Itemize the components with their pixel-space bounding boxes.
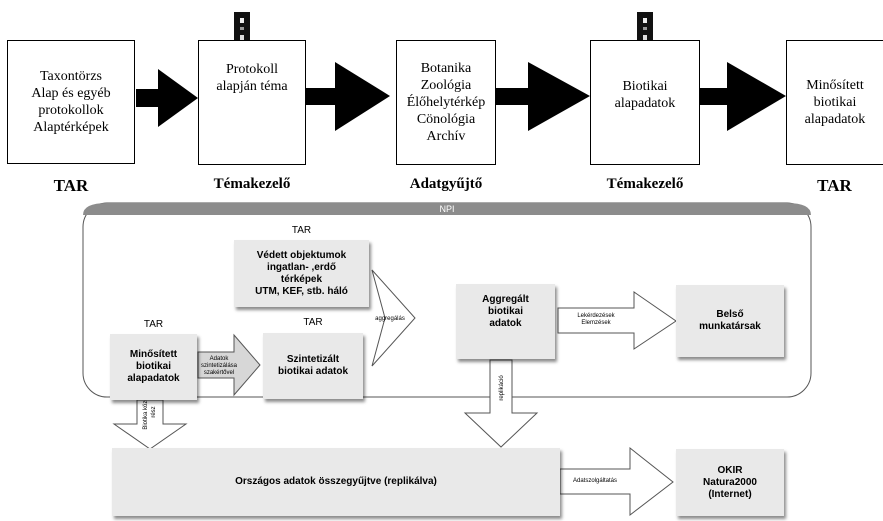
taxontorzs-line-2: Alap és egyéb (31, 86, 111, 101)
botanika-line-3: Élőhelytérkép (406, 95, 486, 110)
belso-box: Belső munkatársak (676, 285, 784, 357)
biotika-arrow (112, 399, 188, 450)
minositett-npi-line-2: biotikai (135, 361, 171, 372)
minositett-tar-label: TAR (143, 319, 164, 330)
minositett-npi-line-1: Minősített (129, 349, 178, 360)
npi-header-bar (83, 203, 811, 215)
botanika-line-1: Botanika (420, 61, 472, 76)
orszagos-label: Országos adatok összegyűjtve (replikálva… (235, 476, 437, 487)
biotika-label-1: Biotika közös (143, 394, 149, 429)
protokoll-line-2: alapján téma (216, 79, 288, 94)
role-tar-2: TAR (817, 176, 852, 195)
belso-line-1: Belső (716, 309, 744, 320)
lekerdezes-arrow (557, 291, 677, 350)
minositett-npi-line-3: alapadatok (127, 373, 180, 384)
lekerdezes-label: Lekérdezések Elemzések (560, 313, 632, 327)
replikacio-label: replikáció (499, 375, 505, 401)
role-tar-1: TAR (53, 176, 89, 195)
role-temakezelo-1: Témakezelő (213, 176, 291, 192)
biotikai-line-2: alapadatok (614, 96, 676, 111)
okir-line-2: Natura2000 (703, 476, 757, 488)
minositett-top-line-1: Minősített (806, 78, 864, 93)
protokoll-box: Protokoll alapján téma (198, 40, 306, 165)
npi-title: NPI (439, 204, 455, 214)
aggregalt-line-1: Aggregált (482, 294, 529, 305)
top-arrow-4 (699, 62, 786, 131)
taxontorzs-line-4: Alaptérképek (33, 120, 109, 135)
adatok-arrow-line-3: szakértővel (203, 370, 235, 376)
szintetizalas-arrow (197, 333, 261, 397)
role-adatgyujto: Adatgyűjtő (409, 176, 483, 192)
biotikai-box: Biotikai alapadatok (590, 40, 700, 165)
top-arrow-2 (306, 62, 390, 131)
biotika-label-2: rész (151, 406, 157, 417)
aggregalt-box: Aggregált biotikai adatok (456, 284, 555, 359)
biotikai-line-1: Biotikai (622, 79, 668, 94)
szintetizalt-box: Szintetizált biotikai adatok (263, 333, 363, 399)
botanika-line-4: Cönológia (416, 112, 476, 127)
vedett-box: Védett objektumok ingatlan- ,erdő térkép… (234, 240, 369, 307)
vedett-tar-label: TAR (291, 225, 312, 236)
belso-line-2: munkatársak (699, 321, 761, 332)
minositett-top-box: Minősített biotikai alapadatok (786, 40, 883, 165)
adatok-arrow-line-2: szintetizálása (200, 363, 238, 369)
botanika-line-2: Zoológia (420, 78, 472, 93)
aggregalt-line-3: adatok (489, 318, 522, 329)
minositett-npi-box: Minősített biotikai alapadatok (110, 334, 197, 400)
orszagos-box: Országos adatok összegyűjtve (replikálva… (112, 448, 560, 516)
botanika-box: Botanika Zoológia Élőhelytérkép Cönológi… (396, 40, 496, 165)
vedett-line-2: ingatlan- ,erdő (267, 261, 336, 273)
okir-box: OKIR Natura2000 (Internet) (676, 449, 784, 516)
lekerdezes-line-2: Elemzések (581, 320, 611, 326)
replikacio-arrow (463, 359, 539, 448)
taxontorzs-line-3: protokollok (38, 103, 104, 118)
top-arrow-1 (136, 69, 198, 127)
vedett-line-3: térképek (280, 273, 323, 285)
adatszolgaltatas-arrow (559, 446, 674, 517)
okir-line-1: OKIR (717, 464, 743, 476)
aggregalas-label: aggregálás (375, 316, 405, 322)
szintetizalt-line-2: biotikai adatok (277, 366, 348, 377)
adatszolgaltatas-label: Adatszolgáltatás (572, 478, 618, 484)
szintetizalt-line-1: Szintetizált (286, 354, 340, 365)
role-temakezelo-2: Témakezelő (606, 176, 684, 192)
aggregalas-arrow (371, 269, 416, 367)
vedett-line-1: Védett objektumok (256, 249, 347, 261)
vedett-line-4: UTM, KEF, stb. háló (255, 285, 348, 297)
taxontorzs-box: Taxontörzs Alap és egyéb protokollok Ala… (7, 40, 135, 164)
taxontorzs-line-1: Taxontörzs (39, 69, 102, 84)
botanika-line-5: Archív (426, 129, 466, 144)
minositett-top-line-2: biotikai (813, 95, 857, 110)
protokoll-line-1: Protokoll (225, 62, 279, 77)
adatok-arrow-line-1: Adatok (209, 356, 229, 362)
minositett-top-line-3: alapadatok (804, 112, 866, 127)
lekerdezes-line-1: Lekérdezések (577, 313, 615, 319)
adatok-arrow-label: Adatok szintetizálása szakértővel (199, 356, 239, 377)
aggregalt-line-2: biotikai (487, 306, 523, 317)
top-arrow-3 (495, 62, 590, 131)
okir-line-3: (Internet) (708, 488, 752, 500)
szintetizalt-tar-label: TAR (303, 317, 323, 328)
